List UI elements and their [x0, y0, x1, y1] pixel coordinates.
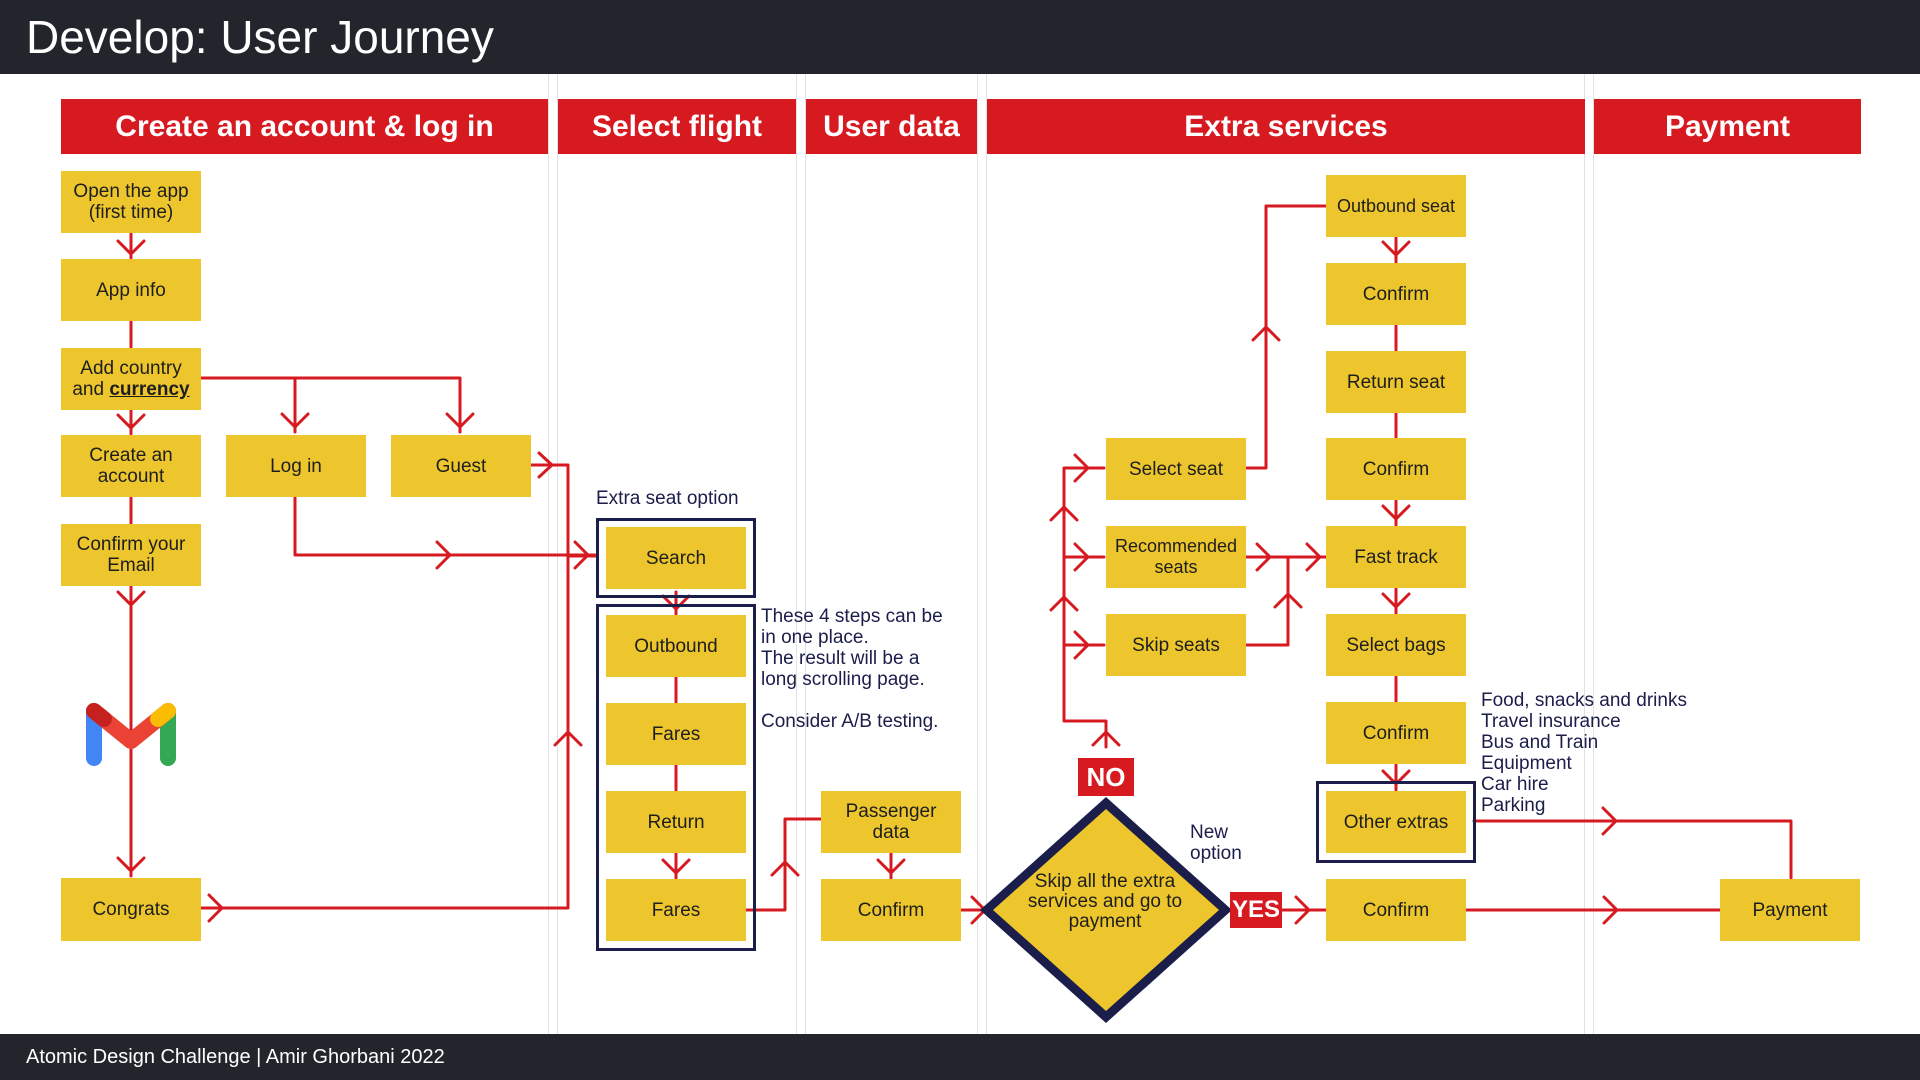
- step-skip-seats: Skip seats: [1106, 614, 1246, 676]
- decision-diamond: [993, 809, 1219, 1011]
- step-create-account: Create an account: [61, 435, 201, 497]
- yes-label: YES: [1230, 892, 1282, 928]
- step-recommended-seats: Recommended seats: [1106, 526, 1246, 588]
- step-log-in: Log in: [226, 435, 366, 497]
- lane-divider: [977, 74, 978, 1034]
- search-frame: [596, 518, 756, 598]
- lane-divider: [1584, 74, 1585, 1034]
- lane-divider: [796, 74, 797, 1034]
- step-outbound: Outbound: [606, 615, 746, 677]
- step-search: Search: [606, 527, 746, 589]
- lane-divider: [805, 74, 806, 1034]
- other-extras-frame: [1316, 781, 1476, 863]
- step-fares: Fares: [606, 879, 746, 941]
- page-title: Develop: User Journey: [26, 11, 494, 63]
- note-extra-seat-option: Extra seat option: [596, 488, 739, 509]
- step-confirm-extras: Confirm: [1326, 879, 1466, 941]
- step-return: Return: [606, 791, 746, 853]
- step-confirm-bags: Confirm: [1326, 702, 1466, 764]
- steps-group-frame: [596, 604, 756, 951]
- lane-divider: [986, 74, 987, 1034]
- step-app-info: App info: [61, 259, 201, 321]
- step-fares: Fares: [606, 703, 746, 765]
- note-extras-list: Food, snacks and drinks Travel insurance…: [1481, 690, 1687, 816]
- step-confirm-outbound-seat: Confirm: [1326, 263, 1466, 325]
- step-select-bags: Select bags: [1326, 614, 1466, 676]
- no-label: NO: [1078, 758, 1134, 796]
- step-congrats: Congrats: [61, 878, 201, 941]
- step-confirm-return-seat: Confirm: [1326, 438, 1466, 500]
- note-new-option: New option: [1190, 822, 1242, 864]
- step-outbound-seat: Outbound seat: [1326, 175, 1466, 237]
- header-bar: Develop: User Journey: [0, 0, 1920, 74]
- add-country-text: Add country and: [72, 358, 182, 400]
- footer-credit: Atomic Design Challenge | Amir Ghorbani …: [26, 1046, 445, 1068]
- decision-question: Skip all the extra services and go to pa…: [1027, 871, 1183, 932]
- gmail-icon: [86, 703, 176, 766]
- section-user-data: User data: [806, 99, 977, 154]
- step-open-app: Open the app (first time): [61, 171, 201, 233]
- currency-link: currency: [109, 379, 190, 400]
- step-return-seat: Return seat: [1326, 351, 1466, 413]
- lane-divider: [1593, 74, 1594, 1034]
- step-add-country: Add country and currency: [61, 348, 201, 410]
- step-other-extras: Other extras: [1326, 791, 1466, 853]
- footer-bar: Atomic Design Challenge | Amir Ghorbani …: [0, 1034, 1920, 1080]
- step-passenger-data: Passenger data: [821, 791, 961, 853]
- step-guest: Guest: [391, 435, 531, 497]
- step-payment: Payment: [1720, 879, 1860, 941]
- step-confirm-passenger: Confirm: [821, 879, 961, 941]
- section-select-flight: Select flight: [558, 99, 796, 154]
- section-create-account: Create an account & log in: [61, 99, 548, 154]
- note-steps-in-one-place: These 4 steps can be in one place. The r…: [761, 606, 943, 732]
- section-extra-services: Extra services: [987, 99, 1585, 154]
- section-payment: Payment: [1594, 99, 1861, 154]
- step-confirm-email: Confirm your Email: [61, 524, 201, 586]
- step-select-seat: Select seat: [1106, 438, 1246, 500]
- step-fast-track: Fast track: [1326, 526, 1466, 588]
